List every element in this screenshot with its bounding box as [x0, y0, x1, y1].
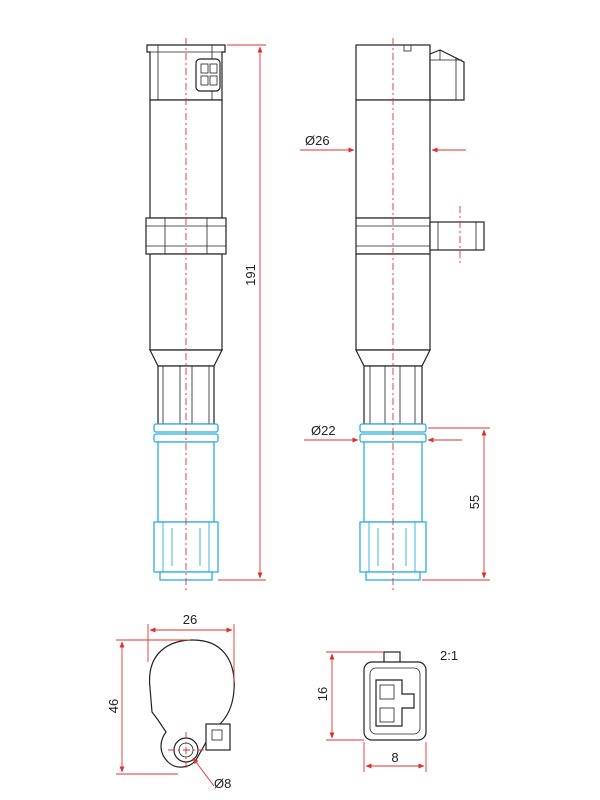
side-connector: [429, 49, 465, 101]
top-width-label: 26: [183, 612, 197, 627]
boot-length-label: 55: [467, 495, 482, 509]
side-mount-bracket: [429, 221, 485, 251]
connector-detail: 16 8 2:1: [315, 648, 458, 772]
boot-diameter-label: Ø22: [311, 423, 336, 438]
body-diameter-label: Ø26: [305, 133, 330, 148]
top-view-lug: [205, 723, 231, 751]
front-view: 191: [145, 38, 266, 592]
top-height-label: 46: [106, 699, 121, 713]
hole-diameter-label: Ø8: [214, 776, 231, 791]
top-view: 26 46 Ø8: [106, 612, 235, 791]
connector-height-label: 16: [315, 687, 330, 701]
hole-leader: [192, 757, 215, 787]
front-connector-socket: [195, 58, 221, 92]
top-view-outline: [149, 639, 235, 768]
connector-key-slot: [375, 679, 415, 727]
scale-note: 2:1: [440, 648, 458, 663]
length-dimension-label: 191: [243, 264, 258, 286]
connector-width-label: 8: [391, 750, 398, 765]
side-view: Ø26 Ø22 55: [300, 38, 490, 592]
